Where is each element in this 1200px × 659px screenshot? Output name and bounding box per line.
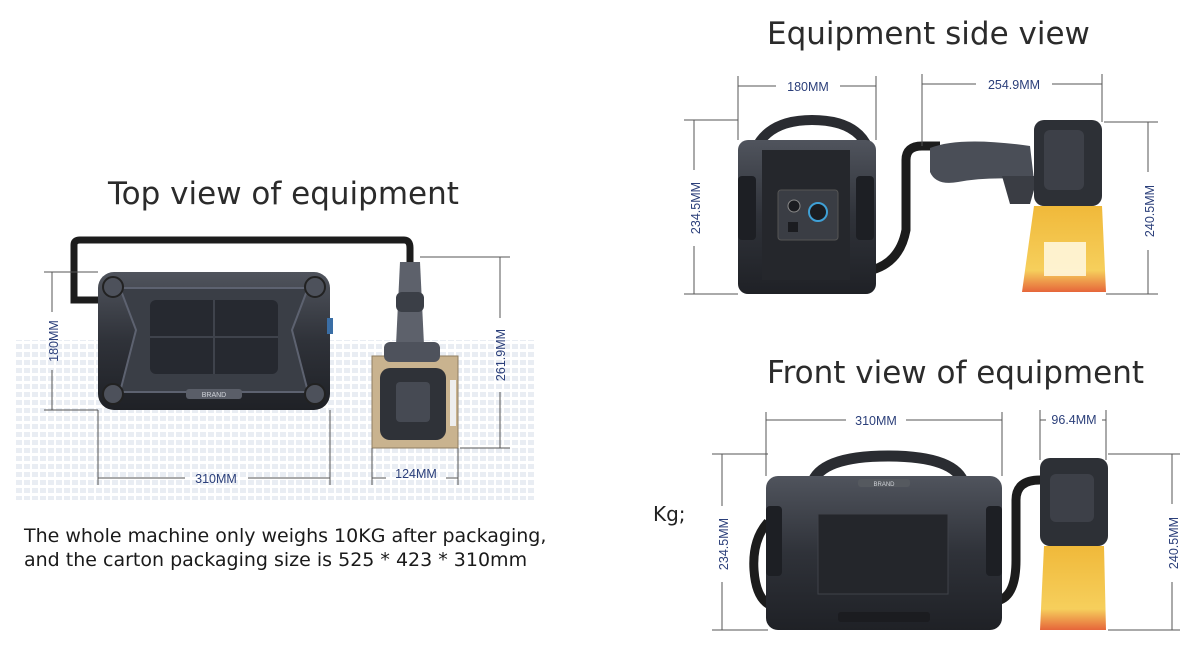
top-dimension-lines bbox=[44, 256, 510, 485]
corner-bolt-icon bbox=[304, 383, 326, 405]
cable bbox=[997, 475, 1041, 605]
side-dimension-lines bbox=[684, 74, 1158, 295]
handheld-laser-head-front bbox=[1040, 458, 1108, 630]
front-view-group: BRAND 310MM 96.4MM 234. bbox=[712, 410, 1181, 631]
corner-bolt-icon bbox=[304, 276, 326, 298]
cable bbox=[70, 236, 414, 304]
front-width-head-label: 96.4MM bbox=[1051, 413, 1096, 427]
side-view-title: Equipment side view bbox=[767, 16, 1090, 52]
corner-bolt-icon bbox=[102, 383, 124, 405]
front-height-unit-label: 234.5MM bbox=[717, 518, 731, 570]
top-view-group: BRAND bbox=[14, 236, 534, 500]
top-width-head-label: 124MM bbox=[395, 467, 437, 481]
caption-line-2: and the carton packaging size is 525 * 4… bbox=[24, 549, 528, 571]
laser-marking-machine-top: BRAND bbox=[98, 272, 333, 410]
brand-label: BRAND bbox=[202, 392, 227, 399]
front-width-unit-label: 310MM bbox=[855, 414, 897, 428]
side-height-head-label: 240.5MM bbox=[1143, 185, 1157, 237]
front-dimension-lines bbox=[712, 410, 1180, 631]
top-width-unit-label: 310MM bbox=[195, 472, 237, 486]
cable bbox=[870, 141, 940, 275]
side-depth-unit-label: 180MM bbox=[787, 80, 829, 94]
corner-bolt-icon bbox=[102, 276, 124, 298]
front-view-title: Front view of equipment bbox=[767, 355, 1144, 391]
side-head-span-label: 254.9MM bbox=[988, 78, 1040, 92]
side-view-group: 180MM 254.9MM 234.5MM 240.5MM bbox=[684, 74, 1158, 295]
laser-marking-machine-side bbox=[738, 114, 876, 294]
top-view-title: Top view of equipment bbox=[108, 176, 459, 212]
amber-safety-shield bbox=[1040, 546, 1106, 630]
handheld-laser-head-side bbox=[930, 120, 1106, 292]
stray-text: Kg; bbox=[653, 502, 686, 526]
laser-marking-machine-front: BRAND bbox=[766, 450, 1002, 630]
cable bbox=[749, 519, 774, 611]
side-height-unit-label: 234.5MM bbox=[689, 182, 703, 234]
top-height-unit-label: 180MM bbox=[47, 320, 61, 362]
brand-label: BRAND bbox=[873, 482, 895, 488]
packaging-caption: The whole machine only weighs 10KG after… bbox=[24, 524, 546, 572]
connector-port-icon bbox=[808, 202, 828, 222]
caption-line-1: The whole machine only weighs 10KG after… bbox=[24, 525, 547, 547]
handheld-laser-head-top bbox=[371, 262, 459, 449]
top-height-total-label: 261.9MM bbox=[494, 329, 508, 381]
front-height-head-label: 240.5MM bbox=[1167, 517, 1181, 569]
power-button-icon bbox=[787, 199, 801, 213]
